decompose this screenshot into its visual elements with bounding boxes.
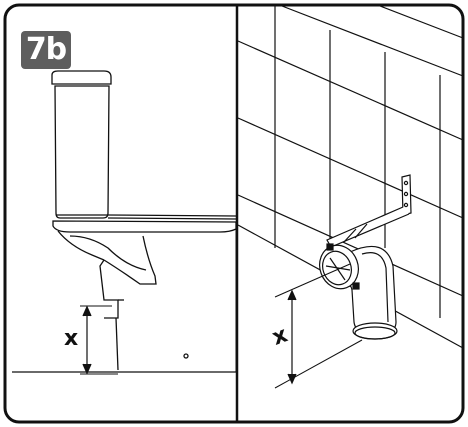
cistern: [51, 70, 237, 220]
left-dimension-label: x: [64, 326, 79, 351]
left-panel: [12, 70, 237, 375]
right-panel: [237, 5, 464, 389]
toilet-bowl: [52, 220, 237, 371]
floor-bolt: [183, 353, 189, 359]
step-badge: 7b: [21, 31, 71, 69]
left-dimension: [80, 305, 118, 375]
elbow-pipe: [319, 243, 398, 340]
right-dimension: [274, 263, 363, 389]
